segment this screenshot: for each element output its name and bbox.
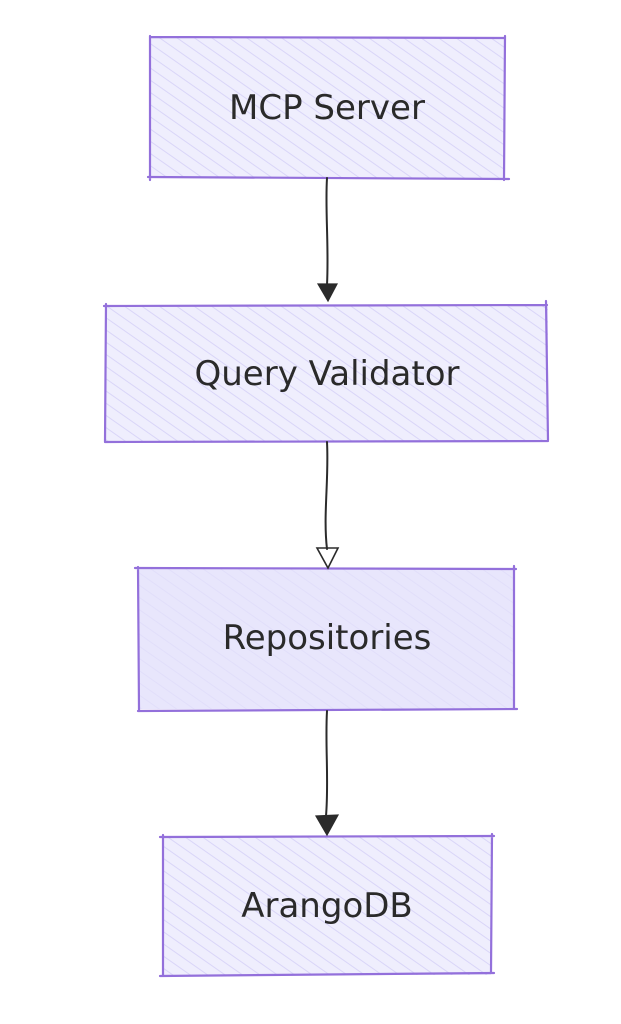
arrowhead-icon [316,283,338,303]
arrowhead-icon [314,814,340,837]
edge-mcp-server-to-query-validator [316,177,338,303]
edge-repositories-to-arangodb [314,710,340,837]
node-label-arangodb: ArangoDB [241,886,413,926]
node-label-repositories: Repositories [223,618,432,658]
node-mcp-server: MCP Server [146,34,511,182]
node-label-query-validator: Query Validator [194,354,459,394]
node-repositories: Repositories [133,564,519,713]
node-arangodb: ArangoDB [158,832,496,978]
node-query-validator: Query Validator [102,299,550,444]
arrowhead-icon [315,547,340,570]
edge-query-validator-to-repositories [315,441,340,570]
node-label-mcp-server: MCP Server [229,88,425,128]
